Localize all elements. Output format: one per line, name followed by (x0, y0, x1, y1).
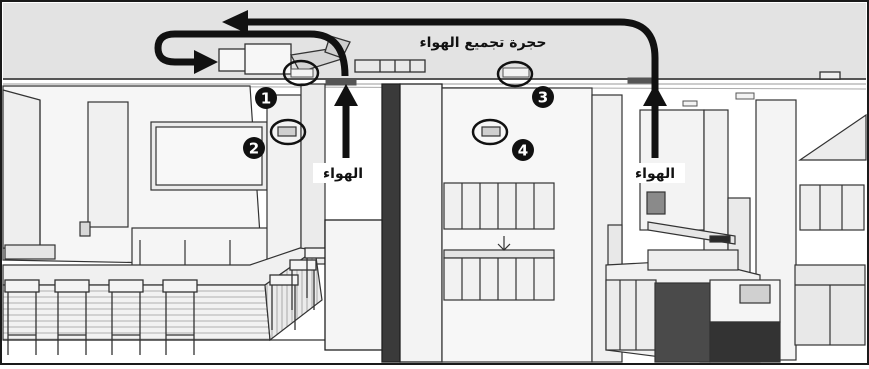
svg-text:3: 3 (538, 89, 548, 107)
svg-text:4: 4 (518, 142, 528, 160)
number-marker-3: 3 (532, 86, 554, 108)
plenum-label: حجرة تجميع الهواء (420, 35, 547, 51)
number-marker-4: 4 (512, 139, 534, 161)
number-marker-1: 1 (255, 87, 277, 109)
number-marker-2: 2 (243, 137, 265, 159)
svg-text:2: 2 (249, 140, 259, 158)
air-label-left: الهواء (323, 166, 363, 182)
svg-text:1: 1 (261, 90, 271, 108)
air-label-right: الهواء (635, 166, 675, 182)
